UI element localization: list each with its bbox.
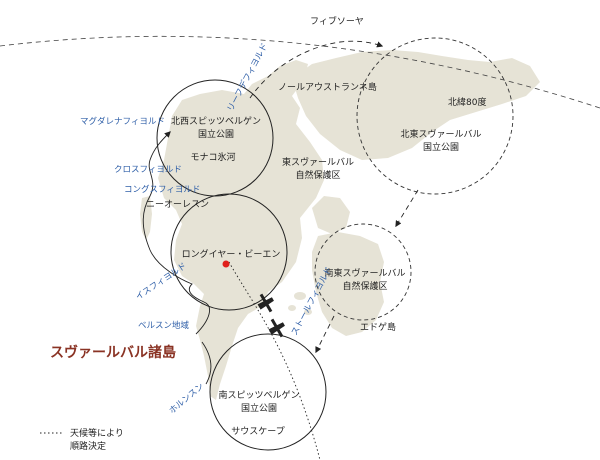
small-island [294,292,306,300]
fjord-hornsund: ホルンスン [168,382,207,417]
label-edgeoya: エドゲ島 [360,321,396,333]
nordaustlandet-island [292,50,540,160]
label-longyearbyen: ロングイヤー・ビーエン [182,248,281,260]
label-north80: 北緯80度 [448,96,486,108]
airplane-icon [268,318,285,338]
fjord-magdalena: マグダレナフィヨルド [80,116,165,127]
spitsbergen-island [158,60,324,400]
small-island [304,309,312,315]
longyearbyen-circle [170,193,288,311]
flight-path [228,261,321,460]
label-sorkapp: サウスケープ [231,426,284,437]
label-s-park-1: 南スピッツベルゲン [218,389,299,401]
hornsund-route [201,341,212,385]
label-monaco: モナコ氷河 [190,151,235,163]
longyearbyen-marker [222,260,230,268]
s-spitsbergen-park-circle [209,333,327,451]
label-ne-park-2: 国立公園 [423,141,459,153]
label-s-park-2: 国立公園 [241,402,277,414]
small-island [288,305,296,311]
land [140,50,540,400]
ne-to-se-route [395,189,419,228]
fjord-isfjord: イスフィヨルド [134,261,189,302]
map-title: スヴァールバル諸島 [50,344,176,361]
label-nordaustlandet: ノールアウストランネ島 [278,81,377,93]
fjord-cross: クロスフィヨルド [114,165,182,175]
label-se-reserve-1: 南東スヴァールバル [324,267,405,279]
fjord-kongs: コングスフィヨルド [124,184,200,195]
north-arc-route [249,40,384,99]
label-east-reserve-1: 東スヴァールバル [282,156,354,168]
barentsoya-island [312,196,350,234]
se-svalbard-reserve-circle [314,223,412,321]
fjord-bellsund: ベルスン地域 [138,320,190,331]
label-east-reserve-2: 自然保護区 [295,169,340,181]
label-nw-park-2: 国立公園 [198,128,234,140]
label-nw-park-1: 北西スピッツベルゲン [171,115,261,127]
ne-svalbard-park-circle [356,37,514,195]
label-se-reserve-2: 自然保護区 [342,280,387,292]
edgeoya-island [312,232,384,336]
prins-karls-forland [140,196,152,240]
label-ne-park-1: 北東スヴァールバル [400,128,481,140]
label-ny-alesund: ニーオーレスン [146,199,209,210]
legend-text-2: 順路決定 [70,440,106,452]
west-coast-route [142,131,211,335]
airplane-icon [257,293,274,313]
latitude-80-line [0,35,600,109]
label-fivsoya: フィブソーヤ [310,15,364,27]
legend-text-1: 天候等により [70,427,124,439]
se-to-south-route [315,315,335,354]
